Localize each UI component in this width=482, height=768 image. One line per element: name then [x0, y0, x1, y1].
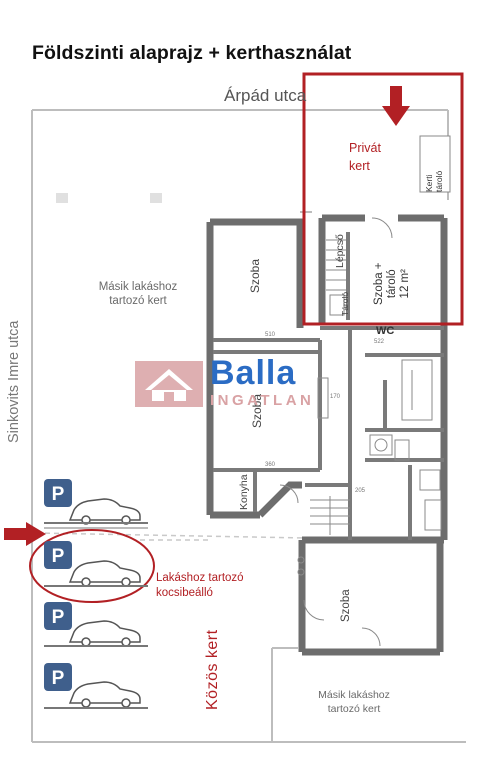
- arrow-right-icon: [4, 522, 46, 546]
- wc-label: WC: [376, 325, 395, 337]
- garden-storage-box: [419, 135, 451, 193]
- stairs: [310, 239, 350, 535]
- street-top: Árpád utca: [224, 86, 307, 105]
- other-garden-label-bottom: Másik lakáshoz tartozó kert: [318, 689, 390, 715]
- storage-label: Tároló: [340, 291, 350, 316]
- logo-house-icon: [135, 361, 203, 407]
- logo-sub: INGATLAN: [210, 392, 315, 409]
- svg-text:170: 170: [330, 394, 341, 400]
- svg-text:P: P: [52, 607, 65, 628]
- svg-text:P: P: [52, 484, 65, 505]
- street-left: Sinkovits Imre utca: [6, 320, 22, 444]
- parking-row: P: [44, 479, 148, 529]
- page-title: Földszinti alaprajz + kerthasználat: [32, 42, 352, 64]
- parking-row: P: [44, 602, 148, 647]
- svg-text:P: P: [52, 546, 65, 567]
- parking-highlight: [29, 529, 155, 603]
- arrow-down-icon: [382, 86, 410, 126]
- interior-walls: [213, 232, 444, 540]
- parking-rows: P P P P: [44, 479, 148, 709]
- common-garden-label: Közös kert: [204, 629, 221, 710]
- other-garden-label-left: Másik lakáshoz tartozó kert: [98, 281, 178, 307]
- svg-text:510: 510: [265, 332, 276, 338]
- svg-text:522: 522: [374, 339, 385, 345]
- parking-row: P: [44, 541, 148, 587]
- logo-name: Balla: [210, 354, 297, 392]
- room-bottom-label: Szoba: [340, 589, 352, 622]
- property-boundary: [31, 109, 466, 743]
- room-storage-label: Szoba + tároló 12 m²: [373, 262, 411, 305]
- parking-row: P: [44, 663, 148, 709]
- svg-text:P: P: [52, 668, 65, 689]
- garden-storage-label: Kerti tároló: [424, 170, 444, 192]
- private-garden-label: Privát kert: [349, 141, 381, 173]
- kitchen-label: Konyha: [238, 474, 250, 510]
- dashed-lines: [35, 532, 307, 541]
- svg-text:360: 360: [265, 462, 276, 468]
- building-walls: [206, 214, 448, 656]
- parking-spot-label: Lakáshoz tartozó kocsibeálló: [156, 572, 244, 599]
- private-garden-frame: [302, 72, 464, 326]
- room-top-left-label: Szoba: [248, 258, 262, 293]
- stairs-label: Lépcső: [334, 234, 346, 268]
- fixtures: [279, 217, 442, 647]
- svg-text:205: 205: [355, 488, 366, 494]
